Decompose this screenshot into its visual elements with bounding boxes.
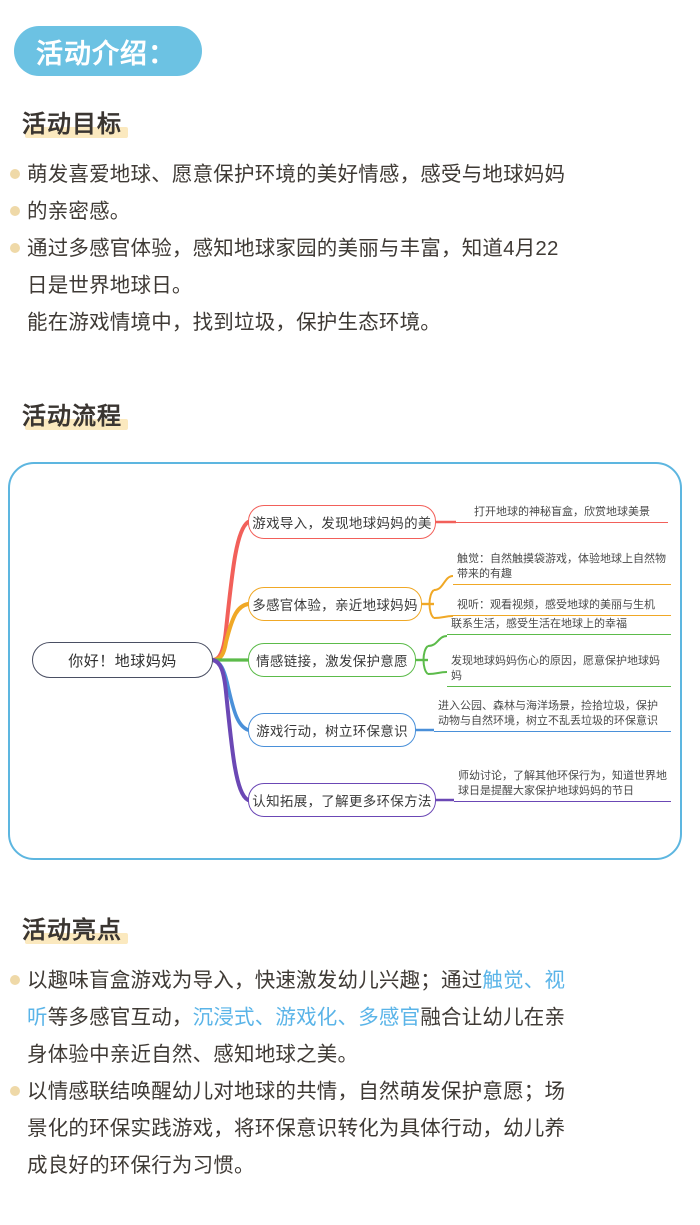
mindmap-branch-node-4[interactable]: 游戏行动，树立环保意识 [248,713,416,747]
list-item: 日是世界地球日。 [10,267,692,304]
section-heading-objectives-label: 活动目标 [22,111,122,138]
mindmap-leaf-1-1[interactable]: 打开地球的神秘盲盒，欣赏地球美景 [456,504,668,523]
list-item-text: 通过多感官体验，感知地球家园的美丽与丰富，知道4月22 [27,237,559,260]
heading-highlight-bar [25,419,128,430]
mindmap-branch-label-2: 多感官体验，亲近地球妈妈 [252,598,418,613]
mindmap-leaf-label: 进入公园、森林与海洋场景，捡拾垃圾，保护动物与自然环境，树立不乱丢垃圾的环保意识 [438,700,658,727]
mindmap-branch-node-5[interactable]: 认知拓展，了解更多环保方法 [248,783,436,817]
list-item-text: 听等多感官互动，沉浸式、游戏化、多感官融合让幼儿在亲 [27,1006,566,1029]
list-item: 以趣味盲盒游戏为导入，快速激发幼儿兴趣；通过触觉、视 [10,962,692,999]
list-item-text: 景化的环保实践游戏，将环保意识转化为具体行动，幼儿养 [27,1117,566,1140]
mindmap-leaf-label: 触觉：自然触摸袋游戏，体验地球上自然物带来的有趣 [457,553,666,580]
list-item: 能在游戏情境中，找到垃圾，保护生态环境。 [10,304,692,341]
mindmap-branch-node-3[interactable]: 情感链接，激发保护意愿 [248,643,416,677]
list-item: 景化的环保实践游戏，将环保意识转化为具体行动，幼儿养 [10,1110,692,1147]
mindmap-branch-node-1[interactable]: 游戏导入，发现地球妈妈的美 [248,505,436,539]
bullet-icon [10,243,20,253]
bullet-icon [10,206,20,216]
list-item: 身体验中亲近自然、感知地球之美。 [10,1036,692,1073]
mindmap-leaf-2-1[interactable]: 触觉：自然触摸袋游戏，体验地球上自然物带来的有趣 [453,551,671,585]
list-item-text: 萌发喜爱地球、愿意保护环境的美好情感，感受与地球妈妈 [27,163,566,186]
mindmap-leaf-5-1[interactable]: 师幼讨论，了解其他环保行为，知道世界地球日是提醒大家保护地球妈妈的节日 [454,768,671,802]
bullet-icon [10,975,20,985]
mindmap-leaf-label: 师幼讨论，了解其他环保行为，知道世界地球日是提醒大家保护地球妈妈的节日 [458,770,667,797]
section-heading-objectives: 活动目标 [22,104,128,139]
list-item-text: 日是世界地球日。 [27,274,193,297]
mindmap-branch-label-4: 游戏行动，树立环保意识 [256,724,408,739]
list-item: 萌发喜爱地球、愿意保护环境的美好情感，感受与地球妈妈 [10,156,692,193]
mindmap-leaf-label: 发现地球妈妈伤心的原因，愿意保护地球妈妈 [451,655,660,682]
section-heading-highlights: 活动亮点 [22,910,128,945]
mindmap-leaf-3-2[interactable]: 发现地球妈妈伤心的原因，愿意保护地球妈妈 [447,653,671,687]
bullet-icon [10,169,20,179]
list-item: 以情感联结唤醒幼儿对地球的共情，自然萌发保护意愿；场 [10,1073,692,1110]
mindmap-leaf-2-2[interactable]: 视听：观看视频，感受地球的美丽与生机 [453,597,671,616]
list-item: 通过多感官体验，感知地球家园的美丽与丰富，知道4月22 [10,230,692,267]
mindmap-leaf-label: 打开地球的神秘盲盒，欣赏地球美景 [474,506,650,518]
list-item: 的亲密感。 [10,193,692,230]
activity-flow-mindmap: 你好！地球妈妈 游戏导入，发现地球妈妈的美 打开地球的神秘盲盒，欣赏地球美景 多… [8,462,682,860]
mindmap-leaf-label: 视听：观看视频，感受地球的美丽与生机 [457,599,655,611]
list-item-text: 以情感联结唤醒幼儿对地球的共情，自然萌发保护意愿；场 [27,1080,566,1103]
list-item-text: 能在游戏情境中，找到垃圾，保护生态环境。 [27,311,441,334]
mindmap-branch-label-5: 认知拓展，了解更多环保方法 [252,794,432,809]
heading-highlight-bar [25,127,128,138]
list-item-text: 以趣味盲盒游戏为导入，快速激发幼儿兴趣；通过触觉、视 [27,969,566,992]
section-heading-highlights-label: 活动亮点 [22,917,122,944]
objectives-list: 萌发喜爱地球、愿意保护环境的美好情感，感受与地球妈妈 的亲密感。 通过多感官体验… [10,156,692,341]
mindmap-branch-label-1: 游戏导入，发现地球妈妈的美 [252,516,432,531]
list-item-text: 的亲密感。 [27,200,131,223]
mindmap-root-node[interactable]: 你好！地球妈妈 [32,642,213,678]
mindmap-root-label: 你好！地球妈妈 [68,652,177,670]
page-title: 活动介绍： [36,38,176,69]
list-item-text: 成良好的环保行为习惯。 [27,1154,255,1177]
mindmap-leaf-label: 联系生活，感受生活在地球上的幸福 [451,618,627,630]
mindmap-branch-label-3: 情感链接，激发保护意愿 [256,654,408,669]
page-title-badge: 活动介绍： [14,26,202,76]
list-item: 成良好的环保行为习惯。 [10,1147,692,1184]
mindmap-connectors [211,520,456,802]
bullet-icon [10,1086,20,1096]
section-heading-flow: 活动流程 [22,396,128,431]
highlights-list: 以趣味盲盒游戏为导入，快速激发幼儿兴趣；通过触觉、视 听等多感官互动，沉浸式、游… [10,962,692,1184]
mindmap-leaf-4-1[interactable]: 进入公园、森林与海洋场景，捡拾垃圾，保护动物与自然环境，树立不乱丢垃圾的环保意识 [434,698,671,732]
section-heading-flow-label: 活动流程 [22,403,122,430]
list-item: 听等多感官互动，沉浸式、游戏化、多感官融合让幼儿在亲 [10,999,692,1036]
mindmap-branch-node-2[interactable]: 多感官体验，亲近地球妈妈 [248,587,422,621]
list-item-text: 身体验中亲近自然、感知地球之美。 [27,1043,359,1066]
mindmap-leaf-3-1[interactable]: 联系生活，感受生活在地球上的幸福 [447,616,671,635]
heading-highlight-bar [25,933,128,944]
